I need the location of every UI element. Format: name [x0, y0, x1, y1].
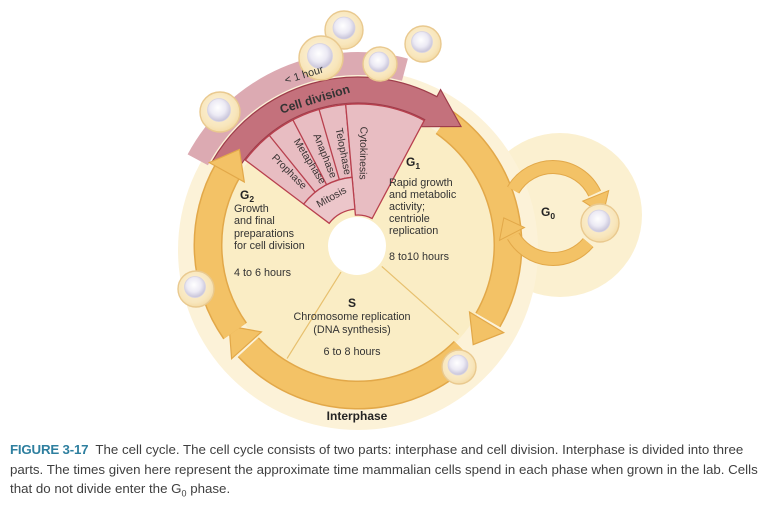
cycle-arrow-left-segment [193, 162, 248, 340]
s-duration: 6 to 8 hours [323, 346, 381, 358]
cell-illustration [199, 91, 241, 133]
g2-desc-line: for cell division [234, 240, 305, 252]
cycle-arrowhead-icon [468, 310, 506, 346]
g0-loop-bottom-arrow [498, 217, 594, 266]
g1-label: G1 [406, 155, 420, 171]
g2-duration: 4 to 6 hours [234, 267, 292, 279]
cell-illustration [580, 203, 620, 243]
cell-illustration [324, 10, 364, 50]
figure-caption-subscript: 0 [181, 488, 187, 499]
center-hole [328, 217, 386, 275]
figure-caption-body: The cell cycle. The cell cycle consists … [10, 442, 758, 496]
cell-cycle-diagram: < 1 hour Cell division Prophase Metaphas… [177, 10, 642, 430]
mitosis-arc-band [302, 176, 356, 225]
phase-divider-line [268, 134, 316, 193]
cell-division-band [211, 76, 463, 175]
g2-desc-line: and final [234, 215, 275, 227]
g1-desc-line: centriole [389, 213, 430, 225]
g1-desc-line: Rapid growth [389, 177, 453, 189]
figure-caption-tail: phase. [186, 481, 231, 496]
interphase-label: Interphase [327, 409, 388, 423]
phase-divider-lines [268, 109, 340, 193]
g1-desc-line: and metabolic [389, 189, 457, 201]
g0-label: G0 [541, 205, 555, 221]
sector-line-g1-s [381, 265, 459, 336]
phase-label-cytokinesis: Cytokinesis [357, 126, 369, 179]
cell-illustration [177, 270, 215, 308]
cell-illustration [404, 25, 442, 63]
g1-desc-line: activity; [389, 201, 425, 213]
sector-line-s-g2 [286, 271, 342, 359]
figure-caption-label: FIGURE 3-17 [10, 442, 89, 457]
cell-illustration [298, 35, 344, 81]
g1-desc-line: replication [389, 225, 438, 237]
s-label: S [348, 296, 356, 310]
cycle-arrow-right-segment [435, 110, 523, 346]
cycle-arrow-bottom-segment [228, 325, 475, 410]
g2-desc-line: preparations [234, 228, 295, 240]
cell-illustration [362, 46, 398, 82]
g0-arrowhead-icon [498, 217, 526, 242]
g1-duration: 8 to10 hours [389, 251, 450, 263]
cell-illustration [441, 349, 477, 385]
g2-label: G2 [240, 188, 254, 204]
cytokinesis-wedge [344, 103, 426, 220]
s-desc-line: Chromosome replication [293, 311, 410, 323]
cycle-arrowhead-icon [207, 148, 246, 184]
figure-caption-text: The cell cycle. The cell cycle consists … [10, 442, 758, 499]
phase-divider-line [318, 109, 340, 180]
phase-divider-line [292, 119, 328, 185]
cycle-arrowhead-icon [228, 325, 263, 360]
g2-desc-line: Growth [234, 203, 269, 215]
s-desc-line: (DNA synthesis) [313, 324, 390, 336]
